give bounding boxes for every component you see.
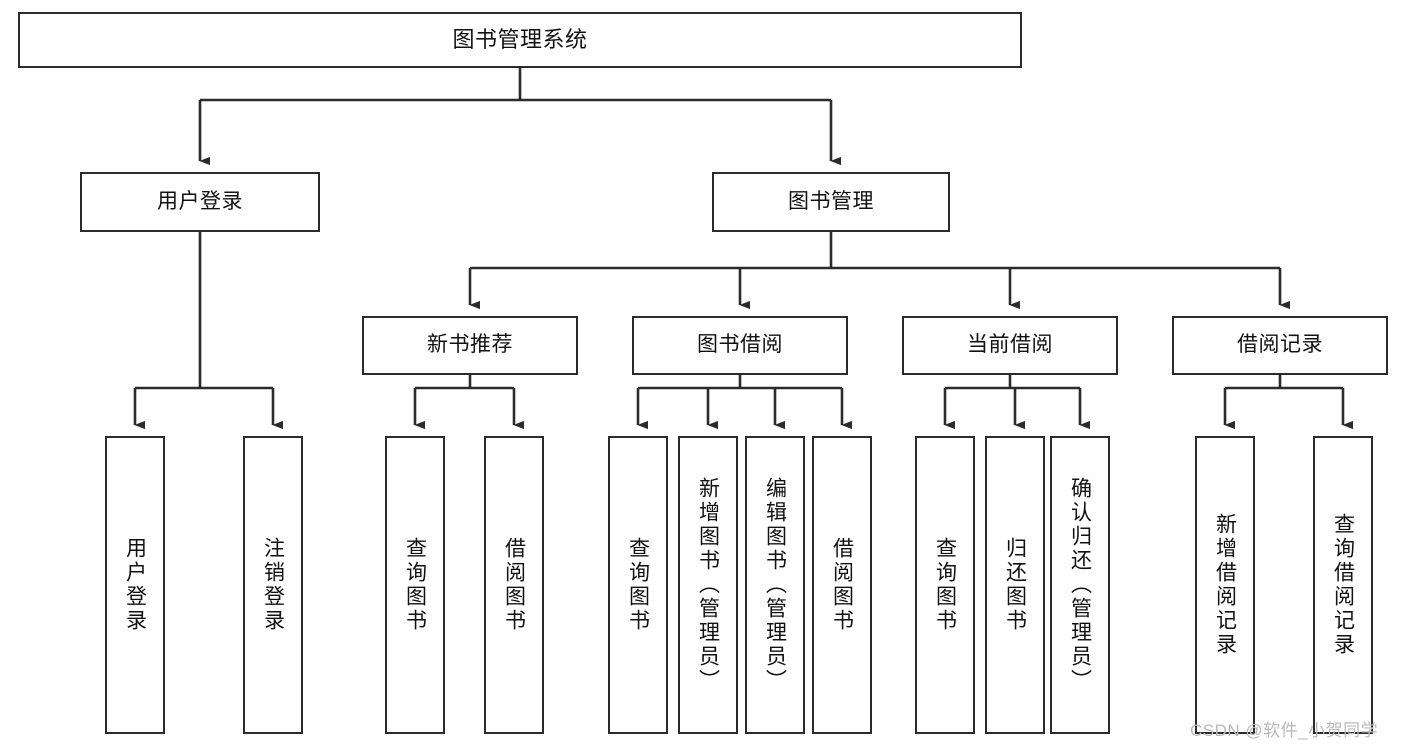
node-leaf-query-book-2[interactable]: 查询图书 xyxy=(608,436,668,734)
node-label-user-login: 用户登录 xyxy=(157,189,243,213)
node-current-borrow[interactable]: 当前借阅 xyxy=(902,316,1118,375)
node-label-leaf-add-book: 新增图书（管理员） xyxy=(696,477,720,693)
node-label-leaf-user-login: 用户登录 xyxy=(123,537,147,633)
node-leaf-confirm-return[interactable]: 确认归还（管理员） xyxy=(1050,436,1110,734)
node-borrow-record[interactable]: 借阅记录 xyxy=(1172,316,1388,375)
node-label-leaf-add-record: 新增借阅记录 xyxy=(1213,513,1237,657)
node-label-leaf-query-book-1: 查询图书 xyxy=(403,537,427,633)
node-leaf-add-record[interactable]: 新增借阅记录 xyxy=(1195,436,1255,734)
node-leaf-borrow-book-1[interactable]: 借阅图书 xyxy=(484,436,544,734)
node-new-book-rec[interactable]: 新书推荐 xyxy=(362,316,578,375)
node-label-current-borrow: 当前借阅 xyxy=(967,333,1053,357)
node-label-new-book-rec: 新书推荐 xyxy=(427,333,513,357)
node-leaf-query-book-1[interactable]: 查询图书 xyxy=(385,436,445,734)
node-leaf-return-book[interactable]: 归还图书 xyxy=(985,436,1045,734)
node-label-leaf-query-book-3: 查询图书 xyxy=(933,537,957,633)
node-leaf-query-record[interactable]: 查询借阅记录 xyxy=(1313,436,1373,734)
node-label-book-manage: 图书管理 xyxy=(788,189,874,213)
node-label-leaf-borrow-book-1: 借阅图书 xyxy=(502,537,526,633)
node-leaf-logout[interactable]: 注销登录 xyxy=(243,436,303,734)
node-book-manage[interactable]: 图书管理 xyxy=(712,172,950,232)
node-label-leaf-confirm-return: 确认归还（管理员） xyxy=(1068,477,1092,693)
node-user-login[interactable]: 用户登录 xyxy=(80,172,320,232)
node-label-leaf-query-book-2: 查询图书 xyxy=(626,537,650,633)
node-leaf-borrow-book-2[interactable]: 借阅图书 xyxy=(812,436,872,734)
node-leaf-add-book[interactable]: 新增图书（管理员） xyxy=(678,436,738,734)
node-label-borrow-record: 借阅记录 xyxy=(1237,333,1323,357)
connector-group xyxy=(133,68,1353,430)
node-root[interactable]: 图书管理系统 xyxy=(18,12,1022,68)
node-label-root: 图书管理系统 xyxy=(452,27,588,53)
node-label-leaf-logout: 注销登录 xyxy=(261,537,285,633)
csdn-watermark: CSDN @软件_小贺同学 xyxy=(1190,721,1379,740)
node-book-borrow[interactable]: 图书借阅 xyxy=(632,316,848,375)
node-leaf-query-book-3[interactable]: 查询图书 xyxy=(915,436,975,734)
node-label-book-borrow: 图书借阅 xyxy=(697,333,783,357)
node-label-leaf-query-record: 查询借阅记录 xyxy=(1331,513,1355,657)
node-label-leaf-borrow-book-2: 借阅图书 xyxy=(830,537,854,633)
node-label-leaf-edit-book: 编辑图书（管理员） xyxy=(763,477,787,693)
node-label-leaf-return-book: 归还图书 xyxy=(1003,537,1027,633)
node-leaf-edit-book[interactable]: 编辑图书（管理员） xyxy=(745,436,805,734)
node-leaf-user-login[interactable]: 用户登录 xyxy=(105,436,165,734)
